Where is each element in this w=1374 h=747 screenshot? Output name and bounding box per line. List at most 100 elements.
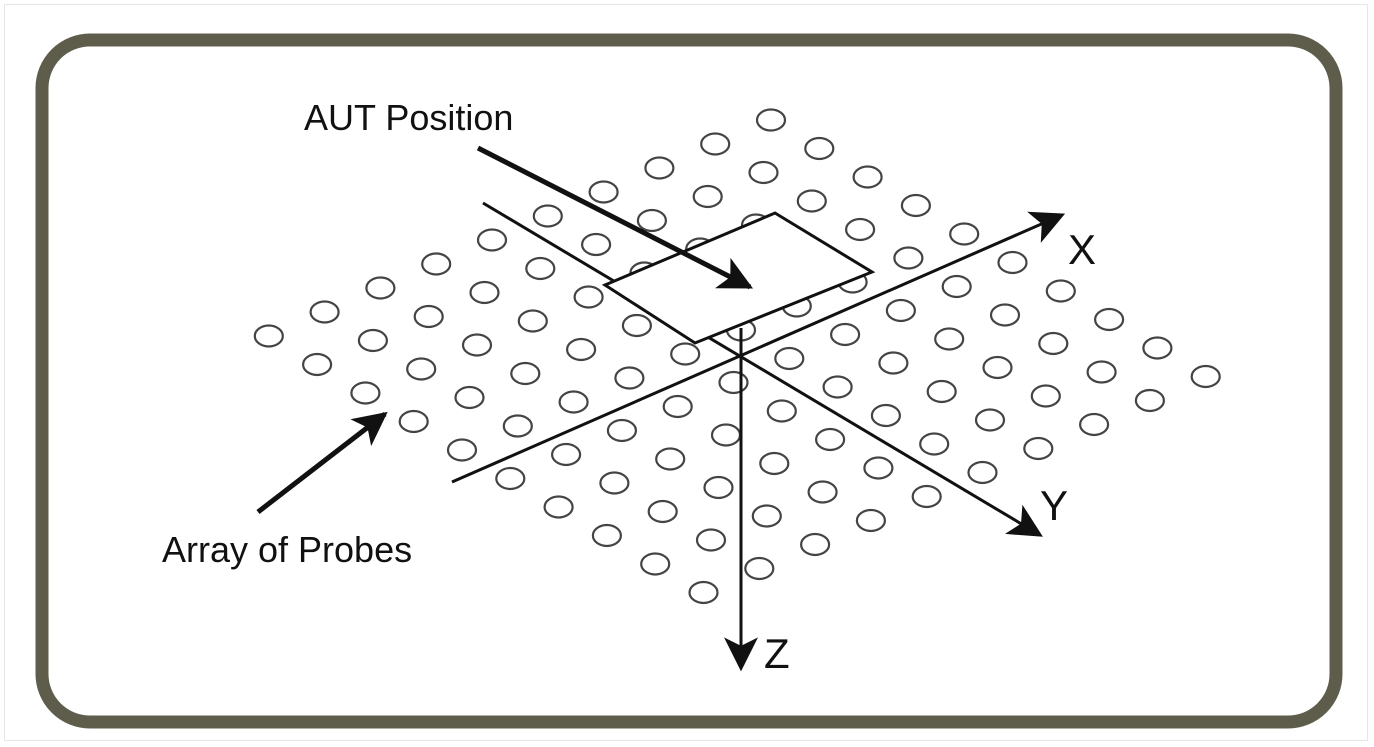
probe-circle: [543, 495, 574, 519]
probe-circle: [1142, 336, 1173, 360]
probe-circle: [692, 184, 723, 209]
aut-position-label: AUT Position: [304, 97, 513, 138]
y-axis-line: [482, 201, 1043, 537]
x-axis-line: [451, 211, 1066, 484]
probe-circle: [621, 313, 653, 338]
x-axis-label: X: [1068, 226, 1096, 273]
probe-circle: [974, 408, 1006, 432]
probe-circle: [804, 136, 835, 161]
probe-circle: [744, 556, 775, 581]
probe-circle: [580, 232, 612, 257]
probe-circle: [525, 256, 556, 281]
probe-circle: [647, 499, 678, 524]
probe-circle: [751, 504, 782, 528]
array-of-probes-label: Array of Probes: [162, 529, 412, 570]
probe-circle: [421, 252, 452, 276]
probe-circle: [636, 208, 668, 233]
probe-circle: [446, 438, 478, 462]
probe-circle: [476, 228, 508, 252]
probe-circle: [688, 580, 719, 605]
probe-circle: [640, 552, 671, 576]
probe-circle: [469, 280, 500, 305]
probe-circle: [997, 250, 1028, 275]
z-axis-label: Z: [764, 630, 790, 677]
probe-circle: [695, 528, 727, 552]
probe-circle: [700, 132, 731, 156]
probe-circle: [799, 532, 831, 557]
probes-pointer-arrow: [256, 411, 388, 514]
probe-circle: [1134, 388, 1166, 413]
probe-grid: [253, 108, 1221, 605]
probe-circle: [1078, 412, 1110, 437]
probe-circle: [655, 447, 686, 471]
probe-circle: [591, 523, 623, 548]
probe-circle: [759, 451, 790, 476]
probe-circle: [755, 108, 787, 132]
probe-circle: [919, 432, 950, 456]
probe-circle: [814, 427, 846, 452]
probe-circle: [365, 276, 396, 300]
probe-circle: [309, 300, 340, 324]
probe-circle: [710, 423, 742, 447]
probe-circle: [829, 322, 861, 347]
probe-circle: [573, 285, 604, 309]
probe-circle: [934, 327, 965, 351]
frame: [35, 33, 1343, 729]
probe-circle: [911, 484, 942, 509]
probe-circle: [253, 324, 284, 348]
probe-circle: [550, 442, 582, 467]
probe-circle: [588, 180, 619, 204]
probe-circle: [885, 298, 917, 323]
probe-circle: [532, 204, 563, 228]
probe-circle: [517, 309, 548, 333]
probe-circle: [852, 165, 883, 189]
probe-circle: [982, 355, 1013, 380]
probe-circle: [565, 337, 597, 362]
probe-circle: [774, 346, 805, 371]
probe-circle: [703, 475, 734, 500]
probe-circle: [1045, 279, 1076, 303]
probe-circle: [413, 304, 444, 329]
probe-circle: [1030, 384, 1061, 408]
probe-circle: [807, 480, 838, 504]
probe-circle: [878, 351, 909, 375]
probe-circle: [822, 375, 853, 399]
probe-circle: [662, 394, 693, 419]
probe-circle: [495, 466, 526, 491]
probe-circle: [461, 333, 493, 357]
probe-circle: [766, 399, 797, 423]
probe-circle: [558, 390, 589, 414]
probe-circle: [1093, 307, 1125, 332]
probe-circle: [718, 370, 749, 395]
probe-circle: [748, 160, 779, 185]
probe-circle: [1038, 331, 1069, 356]
probe-circle: [926, 379, 957, 404]
probe-circle: [670, 342, 701, 366]
probe-circle: [599, 471, 630, 495]
probe-circle: [614, 366, 645, 390]
probe-circle: [870, 403, 902, 428]
probe-circle: [989, 303, 1021, 327]
page-border: [4, 4, 1368, 741]
probe-circle: [855, 508, 887, 533]
probe-circle: [863, 456, 894, 480]
probe-circle: [510, 361, 541, 386]
probe-circle: [644, 156, 675, 180]
probe-circle: [1086, 360, 1117, 384]
probe-circle: [350, 381, 381, 405]
y-axis-label: Y: [1040, 482, 1068, 529]
probe-circle: [949, 222, 980, 246]
probe-circle: [1190, 364, 1221, 389]
probe-circle: [844, 217, 876, 242]
probe-circle: [502, 414, 533, 438]
probe-circle: [967, 460, 998, 485]
probe-circle: [900, 193, 932, 218]
probe-circle: [796, 189, 827, 213]
probe-circle: [1023, 436, 1054, 461]
probe-circle: [606, 418, 638, 443]
probe-circle: [893, 246, 924, 270]
probe-circle: [302, 352, 333, 377]
probe-circle: [406, 357, 437, 381]
probe-circle: [941, 274, 972, 299]
